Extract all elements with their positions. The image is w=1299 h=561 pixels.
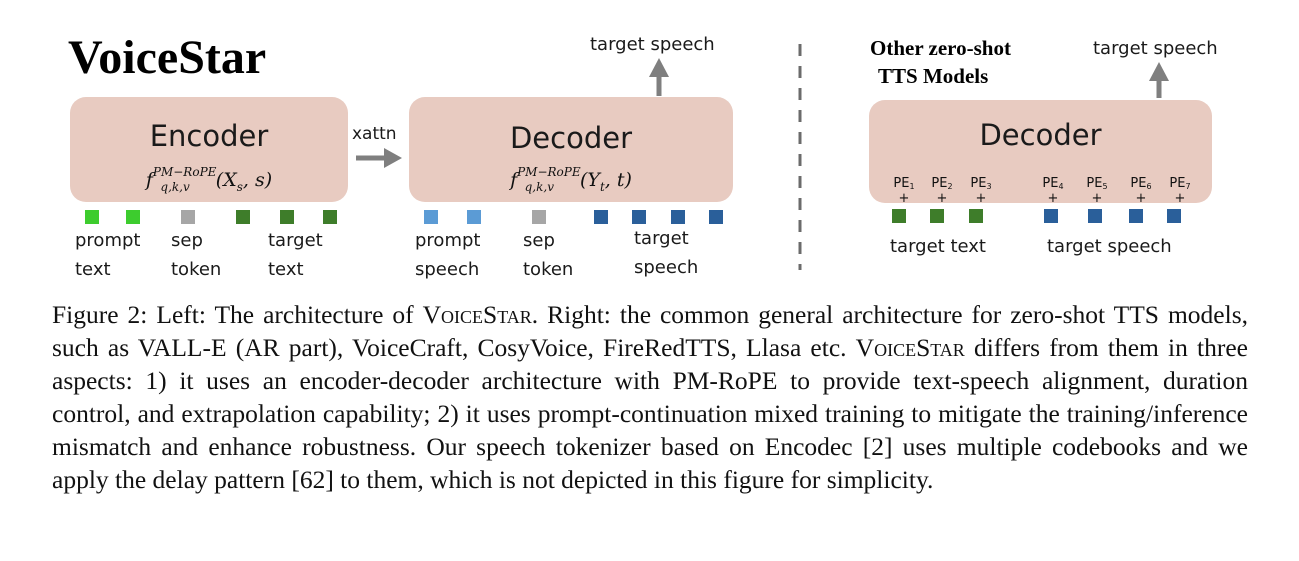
token-sep: [181, 210, 195, 224]
pe-label-7: PE7+: [1169, 176, 1191, 206]
pe-label-5: PE5+: [1086, 176, 1108, 206]
figure-caption: Figure 2: Left: The architecture of Voic…: [52, 300, 1248, 494]
xattn-label: xattn: [352, 124, 397, 144]
voicestar-title: VoiceStar: [68, 31, 267, 84]
token-target-speech: [709, 210, 723, 224]
output-arrow-right: [1149, 62, 1169, 98]
target-speech-output-label-left: target speech: [590, 34, 715, 55]
decoder-formula: fPM−RoPEq,k,v(Yt, t): [510, 165, 632, 194]
encoder-box: Encoder fPM−RoPEq,k,v(Xs, s): [70, 97, 348, 202]
pe-label-2: PE2+: [931, 176, 953, 206]
token-prompt-text: [126, 210, 140, 224]
other-models-title-line1: Other zero-shot: [870, 36, 1011, 60]
pe-label-6: PE6+: [1130, 176, 1152, 206]
encoder-formula: fPM−RoPEq,k,v(Xs, s): [145, 165, 273, 194]
other-models-title-line2: TTS Models: [878, 64, 989, 88]
other-models-title: Other zero-shot TTS Models: [870, 34, 1011, 90]
token-target-text-right: [969, 209, 983, 223]
decoder-title-left: Decoder: [509, 121, 633, 155]
token-target-speech-right: [1167, 209, 1181, 223]
token-target-speech-right: [1044, 209, 1058, 223]
pe-label-4: PE4+: [1042, 176, 1064, 206]
encoder-title: Encoder: [149, 119, 269, 153]
token-target-speech: [671, 210, 685, 224]
token-target-text-right: [892, 209, 906, 223]
arrows-layer: [356, 44, 1169, 270]
token-target-speech: [632, 210, 646, 224]
decoder-box-right: Decoder: [869, 100, 1212, 203]
target-speech-output-label-right: target speech: [1093, 38, 1218, 59]
decoder-box-left: Decoder fPM−RoPEq,k,v(Yt, t): [409, 97, 733, 202]
token-sep: [532, 210, 546, 224]
token-target-speech-right: [1088, 209, 1102, 223]
token-prompt-text: [85, 210, 99, 224]
token-prompt-speech: [424, 210, 438, 224]
token-target-text: [323, 210, 337, 224]
token-target-speech-right: [1129, 209, 1143, 223]
token-target-text: [280, 210, 294, 224]
token-target-text: [236, 210, 250, 224]
token-target-text-right: [930, 209, 944, 223]
label-target-text-right: target text: [890, 236, 986, 257]
xattn-arrow: [356, 148, 402, 168]
pe-label-1: PE1+: [893, 176, 915, 206]
token-prompt-speech: [467, 210, 481, 224]
token-target-speech: [594, 210, 608, 224]
output-arrow-left: [649, 58, 669, 96]
pe-label-3: PE3+: [970, 176, 992, 206]
label-target-speech-right: target speech: [1047, 236, 1172, 257]
decoder-title-right: Decoder: [979, 118, 1102, 152]
